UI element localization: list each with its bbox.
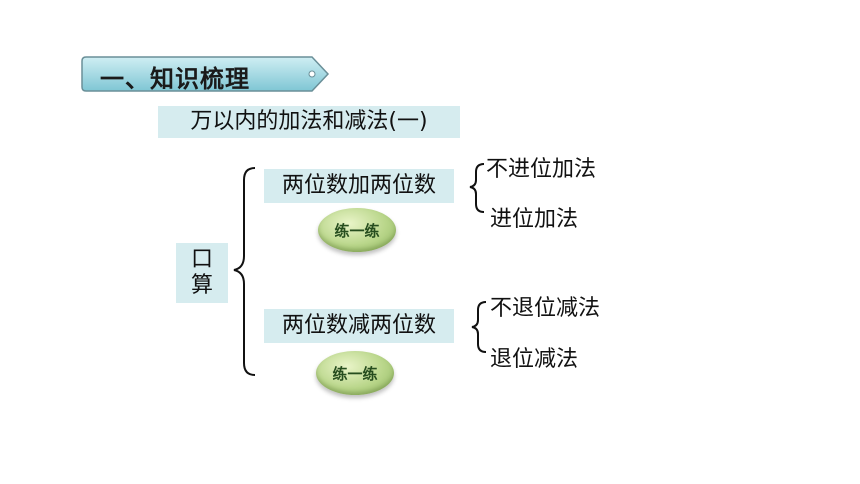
root-label-line2: 算	[190, 273, 213, 298]
topic-title: 万以内的加法和减法(一)	[158, 106, 460, 138]
leaf-subtraction-borrow: 退位减法	[490, 347, 579, 372]
practice-button-subtraction[interactable]: 练一练	[316, 351, 394, 395]
leaf-addition-carry: 进位加法	[490, 207, 579, 232]
practice-button-addition[interactable]: 练一练	[318, 208, 396, 252]
leaf-addition-no-carry: 不进位加法	[486, 157, 597, 182]
root-label-line1: 口	[190, 247, 213, 272]
subtraction-brace	[471, 301, 487, 353]
subtraction-node: 两位数减两位数	[264, 309, 454, 343]
section-title-tab: 一、知识梳理	[80, 55, 330, 93]
root-node-oral-calculation: 口 算	[176, 243, 228, 303]
addition-brace	[469, 163, 485, 213]
addition-node: 两位数加两位数	[264, 169, 454, 203]
section-title: 一、知识梳理	[100, 65, 250, 93]
leaf-subtraction-no-borrow: 不退位减法	[490, 296, 601, 321]
main-brace	[233, 167, 256, 376]
title-tab-shape	[81, 56, 330, 92]
